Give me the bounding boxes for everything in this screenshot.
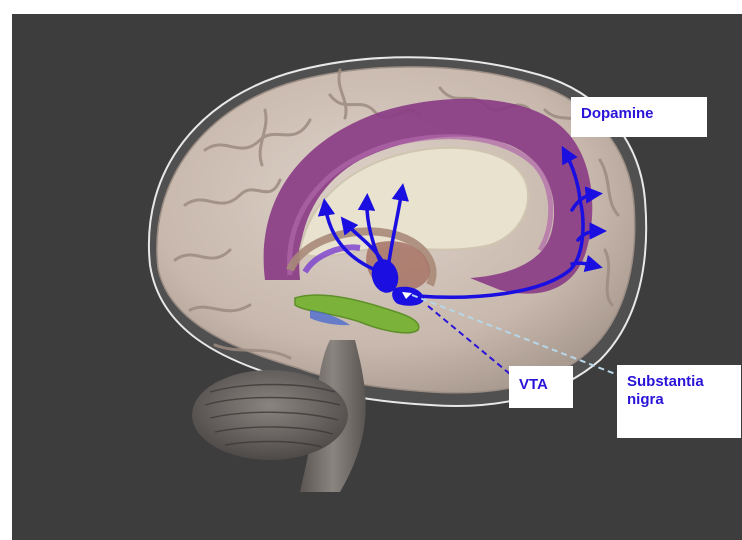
label-vta: VTA <box>509 366 573 408</box>
label-sn-line2: nigra <box>627 391 731 409</box>
label-dopamine: Dopamine <box>571 97 707 137</box>
label-substantia-nigra: Substantia nigra <box>617 365 741 438</box>
label-dopamine-text: Dopamine <box>581 105 654 122</box>
label-sn-line1: Substantia <box>627 373 731 391</box>
label-vta-text: VTA <box>519 376 548 393</box>
cerebellum <box>192 370 348 460</box>
